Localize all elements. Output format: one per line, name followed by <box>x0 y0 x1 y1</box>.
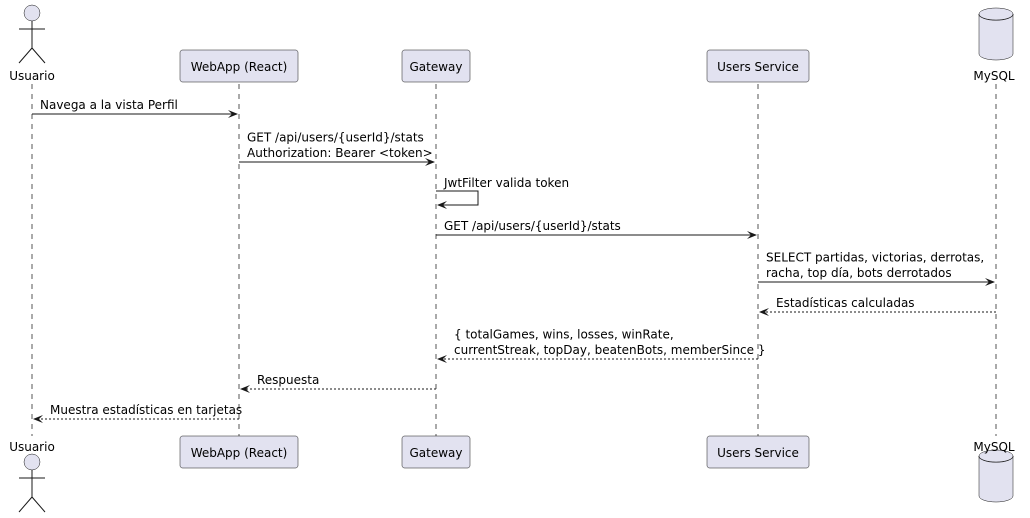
participant-label: Users Service <box>717 446 799 460</box>
message-8: Respuesta <box>240 373 436 393</box>
participant-gateway-top: Gateway <box>401 49 471 83</box>
message-label: Navega a la vista Perfil <box>40 98 178 112</box>
participants-bottom: Usuario WebApp (React) Gateway Users Servic… <box>9 435 1015 513</box>
participant-label: WebApp (React) <box>191 60 288 74</box>
message-7: { totalGames, wins, losses, winRate, cur… <box>437 328 765 363</box>
message-2: GET /api/users/{userId}/statsAuthorizati… <box>239 131 435 166</box>
database-icon <box>978 449 1014 503</box>
participant-box <box>706 435 810 469</box>
message-label: racha, top día, bots derrotados <box>766 266 952 280</box>
arrowhead <box>437 201 447 209</box>
arrowhead <box>33 415 43 423</box>
message-6: Estadísticas calculadas <box>759 296 996 316</box>
message-label: { totalGames, wins, losses, winRate, <box>454 328 674 342</box>
message-label: Respuesta <box>257 373 319 387</box>
database-icon <box>978 7 1014 61</box>
lifelines <box>31 84 997 436</box>
message-4: GET /api/users/{userId}/stats <box>436 219 757 239</box>
message-9: Muestra estadísticas en tarjetas <box>33 403 242 423</box>
message-label: JwtFilter valida token <box>443 176 569 190</box>
participant-label: MySQL <box>973 69 1015 83</box>
message-label: GET /api/users/{userId}/stats <box>247 131 424 145</box>
participant-box <box>401 435 471 469</box>
participant-label: Gateway <box>409 60 462 74</box>
arrowhead <box>759 308 769 316</box>
participant-webapp-top: WebApp (React) <box>179 49 299 83</box>
participant-usuario-bottom: Usuario <box>9 440 55 513</box>
participant-box <box>179 49 299 83</box>
message-label: GET /api/users/{userId}/stats <box>444 219 621 233</box>
actor-icon <box>18 4 46 64</box>
arrowhead <box>240 385 250 393</box>
participant-box <box>401 49 471 83</box>
participant-users-bottom: Users Service <box>706 435 810 469</box>
participant-label: Users Service <box>717 60 799 74</box>
participant-box <box>706 49 810 83</box>
participant-label: WebApp (React) <box>191 446 288 460</box>
arrowhead <box>228 110 238 118</box>
participant-label: Usuario <box>9 440 55 454</box>
actor-icon <box>18 453 46 513</box>
participant-mysql-bottom: MySQL <box>973 440 1015 503</box>
participant-label: Usuario <box>9 69 55 83</box>
message-1: Navega a la vista Perfil <box>32 98 238 118</box>
participant-label: Gateway <box>409 446 462 460</box>
message-label: SELECT partidas, victorias, derrotas, <box>766 251 984 265</box>
participant-box <box>179 435 299 469</box>
participant-usuario-top: Usuario <box>9 4 55 83</box>
participants-top: Usuario WebApp (React) Gateway Users Servic… <box>9 4 1015 83</box>
participant-webapp-bottom: WebApp (React) <box>179 435 299 469</box>
participant-label: MySQL <box>973 440 1015 454</box>
message-label: Muestra estadísticas en tarjetas <box>50 403 242 417</box>
arrowhead <box>747 231 757 239</box>
arrowhead <box>985 278 995 286</box>
message-label: currentStreak, topDay, beatenBots, membe… <box>454 343 765 357</box>
message-label: Estadísticas calculadas <box>776 296 915 310</box>
participant-gateway-bottom: Gateway <box>401 435 471 469</box>
message-3: JwtFilter valida token <box>436 176 569 209</box>
participant-users-top: Users Service <box>706 49 810 83</box>
message-5: SELECT partidas, victorias, derrotas, ra… <box>758 251 995 286</box>
message-label: Authorization: Bearer <token> <box>247 146 433 160</box>
participant-mysql-top: MySQL <box>973 7 1015 83</box>
self-message-line <box>436 190 479 206</box>
arrowhead <box>425 158 435 166</box>
arrowhead <box>437 355 447 363</box>
